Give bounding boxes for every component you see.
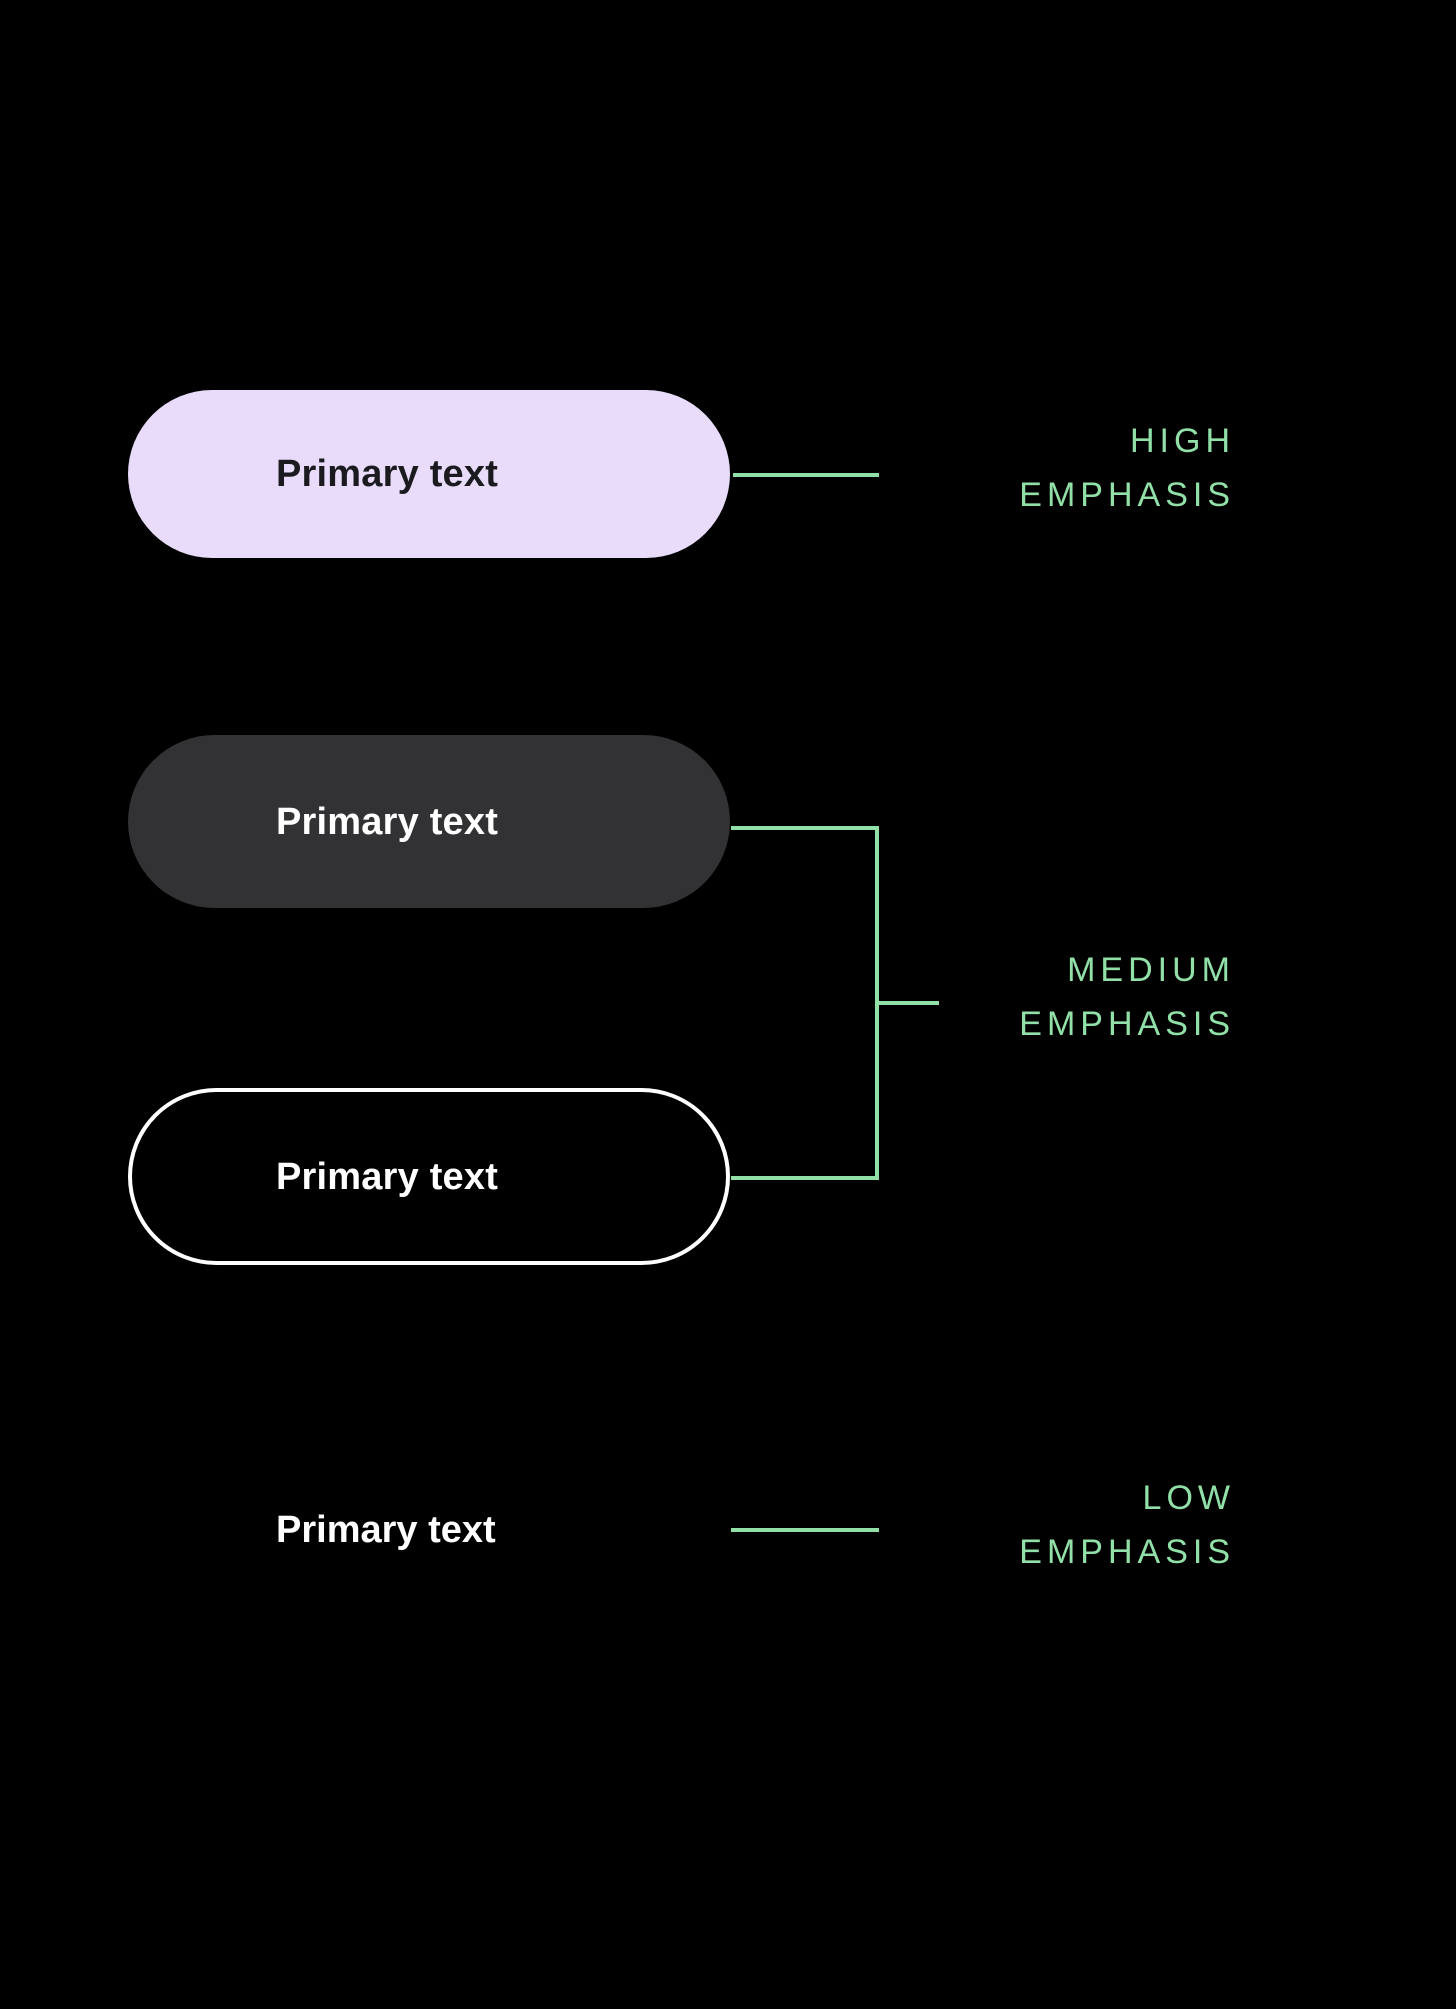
button-label: Primary text [276, 1155, 499, 1198]
connector-bracket-top-high [731, 826, 879, 830]
connector-line-high-emphasis [733, 473, 879, 477]
label-high-emphasis: HIGH EMPHASIS [775, 415, 1235, 522]
primary-button-low-emphasis-text[interactable]: Primary text [276, 1502, 496, 1558]
label-line-1: MEDIUM [1067, 951, 1235, 989]
label-line-2: EMPHASIS [1019, 1004, 1235, 1043]
label-low-emphasis: LOW EMPHASIS [775, 1472, 1235, 1579]
button-label: Primary text [276, 800, 499, 843]
label-line-1: LOW [1142, 1479, 1235, 1517]
label-medium-emphasis: MEDIUM EMPHASIS [775, 944, 1235, 1051]
button-label: Primary text [276, 1509, 496, 1551]
connector-line-low-emphasis [731, 1528, 879, 1532]
primary-button-high-emphasis[interactable]: Primary text [128, 390, 730, 558]
label-line-1: HIGH [1130, 422, 1235, 460]
button-label: Primary text [276, 453, 499, 495]
label-line-2: EMPHASIS [1019, 475, 1235, 514]
primary-button-medium-emphasis-outlined[interactable]: Primary text [128, 1088, 730, 1265]
label-line-2: EMPHASIS [1019, 1532, 1235, 1571]
primary-button-medium-emphasis-filled[interactable]: Primary text [128, 735, 730, 908]
connector-bracket-stub [875, 1001, 939, 1005]
connector-bracket-bottom-arm [731, 1176, 879, 1180]
